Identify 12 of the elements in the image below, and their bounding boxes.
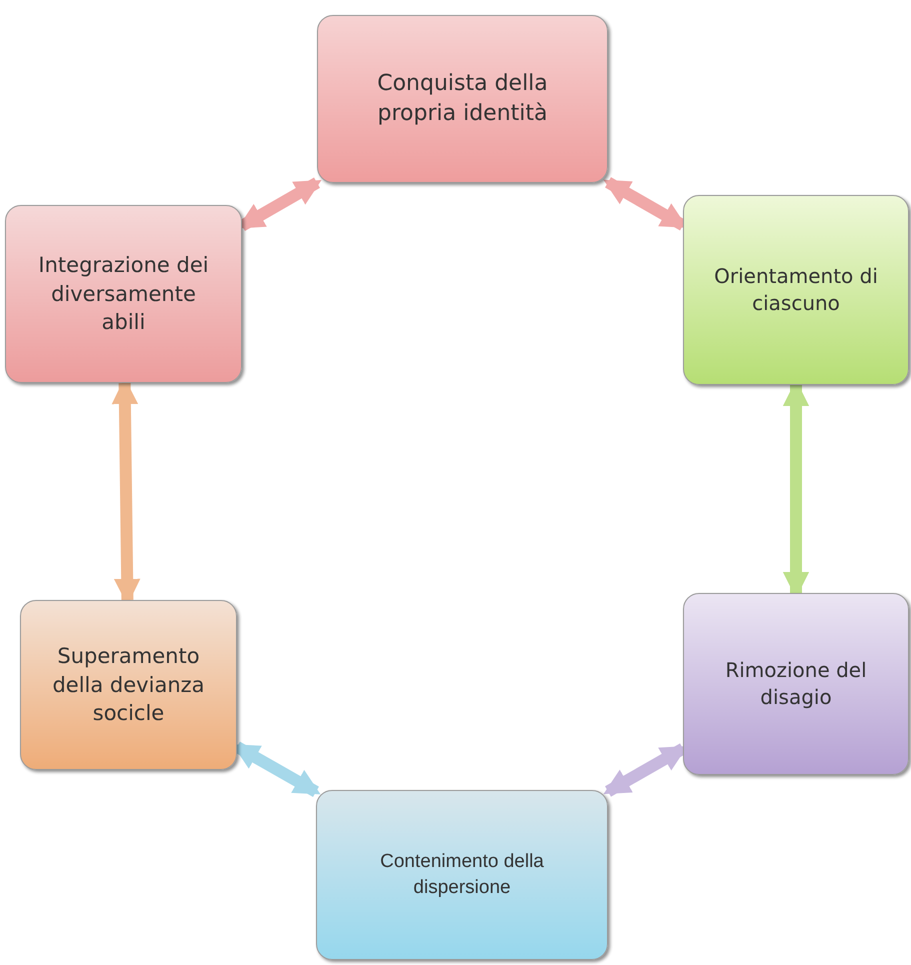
box-text: Integrazione dei diversamente abili: [37, 252, 210, 336]
box-text: Superamento della devianza socicle: [51, 642, 206, 728]
box-text: Conquista della propria identità: [376, 70, 549, 128]
process-box: [317, 15, 608, 183]
box-text: Contenimento della dispersione: [379, 850, 545, 900]
process-box: [20, 600, 237, 770]
box-text: Rimozione del disagio: [724, 656, 868, 711]
process-box: [683, 195, 909, 385]
box-text: Orientamento di ciascuno: [713, 262, 879, 317]
process-box: [316, 790, 608, 960]
process-box: [683, 593, 909, 775]
process-box: [5, 205, 242, 383]
